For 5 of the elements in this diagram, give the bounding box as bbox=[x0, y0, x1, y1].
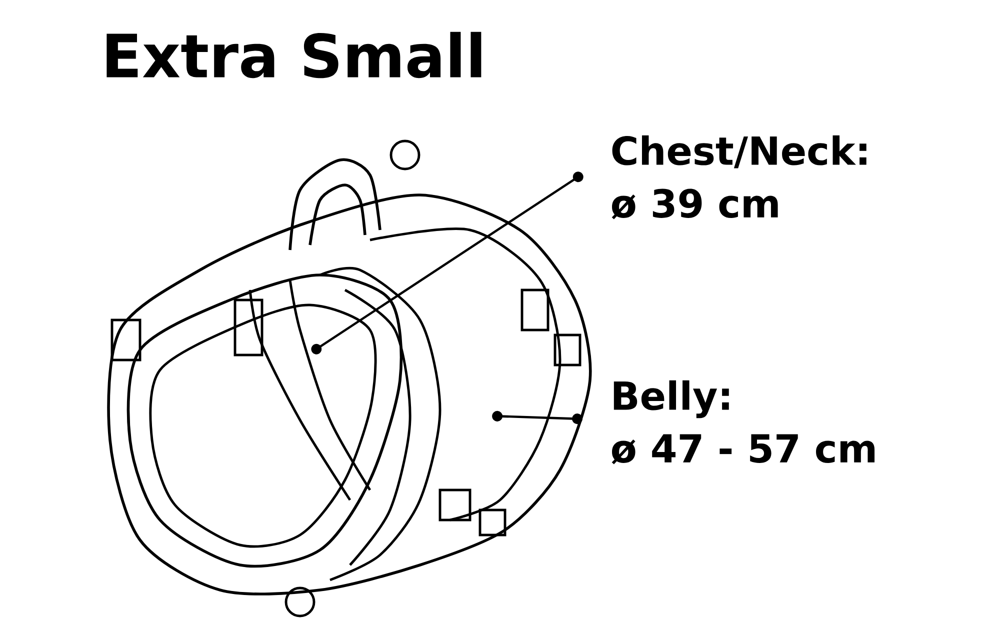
label-text: Chest/Neck: ø 39 cm bbox=[612, 135, 866, 220]
leader-line bbox=[311, 172, 584, 354]
title: Extra Small bbox=[106, 32, 482, 78]
leader-line bbox=[492, 410, 583, 424]
label-text: Belly: ø 47 - 57 cm bbox=[612, 380, 875, 464]
